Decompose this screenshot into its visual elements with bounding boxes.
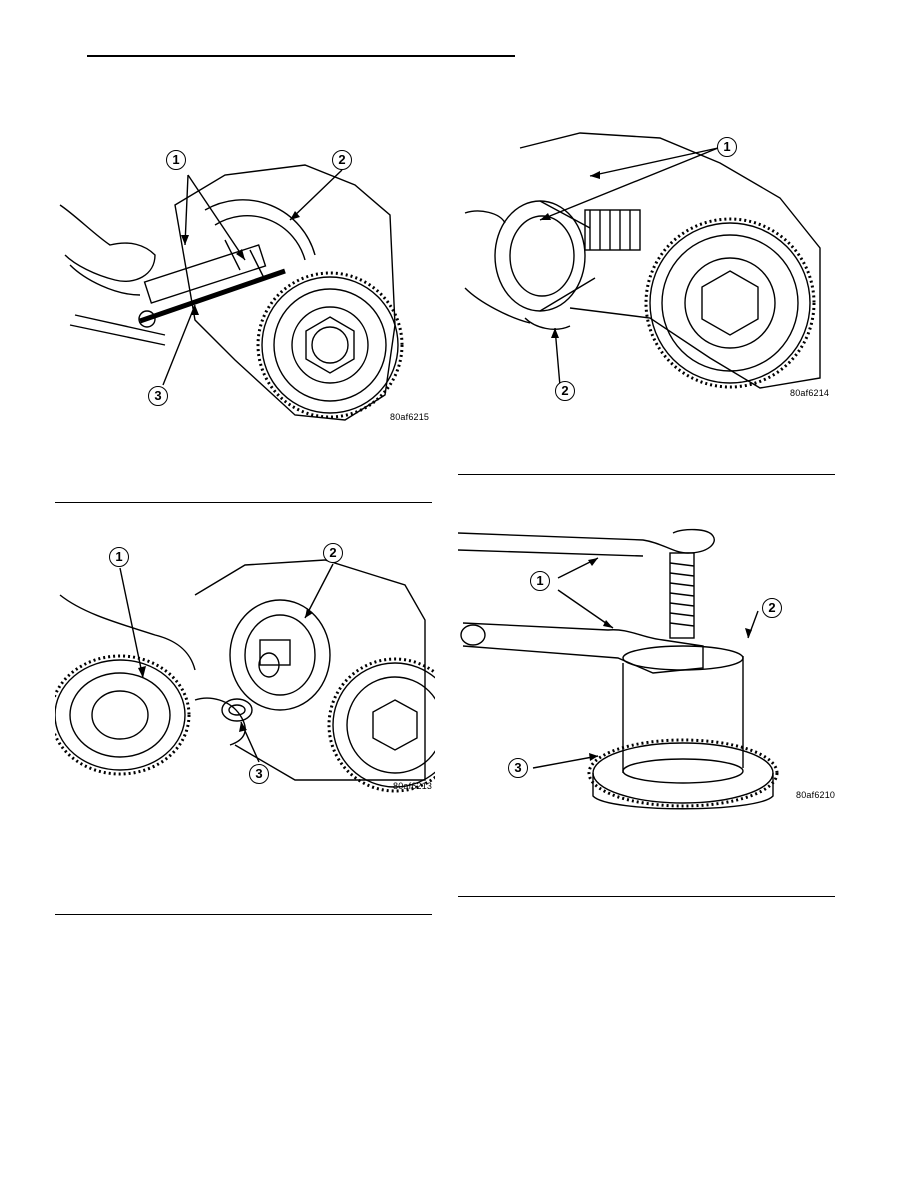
callout-2: 2 (762, 598, 782, 618)
header-rule (87, 55, 515, 57)
callout-3: 3 (508, 758, 528, 778)
gear-press-illustration (458, 528, 779, 810)
callout-2: 2 (555, 381, 575, 401)
callout-3: 3 (148, 386, 168, 406)
figure-bearing-cup: 1 2 80af6214 (460, 128, 838, 408)
callout-1: 1 (109, 547, 129, 567)
figure-code: 80af6210 (796, 790, 836, 800)
bearing-puller-illustration (59, 164, 404, 421)
callout-2: 2 (323, 543, 343, 563)
callout-1: 1 (530, 571, 550, 591)
callout-2: 2 (332, 150, 352, 170)
callout-3: 3 (249, 764, 269, 784)
figure-divider (458, 896, 835, 897)
figure-gear-press: 1 2 3 80af6210 (458, 528, 838, 810)
figure-code: 80af6214 (790, 388, 830, 398)
figure-divider (55, 914, 432, 915)
bearing-cup-illustration (464, 132, 821, 389)
countershaft-gear-illustration (55, 559, 435, 793)
figure-divider (55, 502, 432, 503)
figure-code: 80af6215 (390, 412, 430, 422)
figure-countershaft-gear: 1 2 3 80af6213 (55, 540, 435, 800)
callout-1: 1 (166, 150, 186, 170)
figure-bearing-puller: 1 2 3 80af6215 (55, 145, 435, 435)
figure-code: 80af6213 (393, 781, 433, 791)
callout-1: 1 (717, 137, 737, 157)
figure-divider (458, 474, 835, 475)
